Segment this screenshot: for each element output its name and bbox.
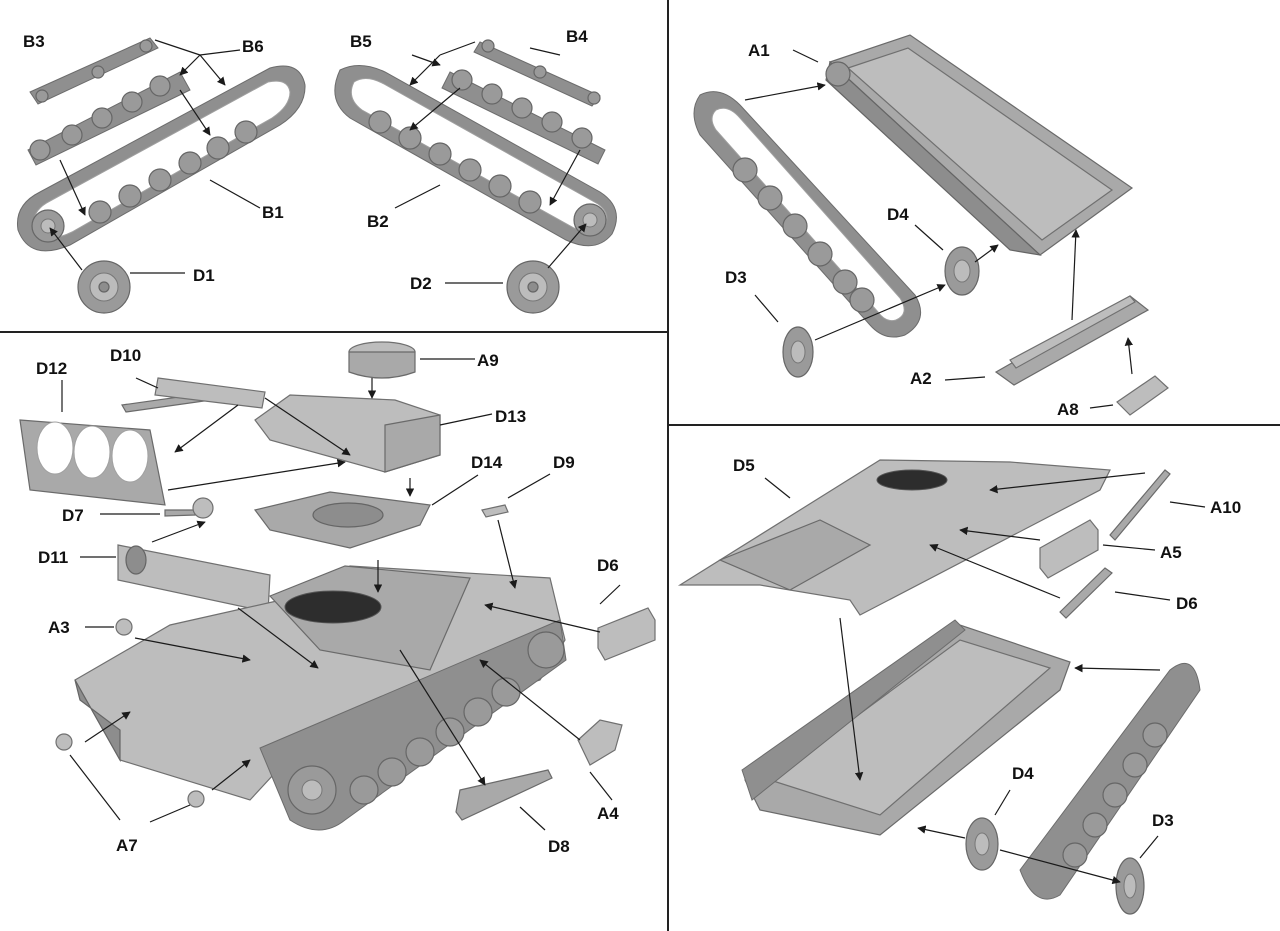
part-d6-box-bl: [597, 607, 656, 661]
part-d14-turret-base: [253, 491, 431, 549]
panel-top-left-tracks: B3 B6 B5 B4 B1 B2 D1 D2: [16, 27, 617, 314]
part-b4-track-segment: [473, 39, 601, 107]
label-d3-br: D3: [1152, 811, 1174, 830]
label-d4-br: D4: [1012, 764, 1034, 783]
label-d7: D7: [62, 506, 84, 525]
part-a7-lights: [55, 733, 205, 808]
label-d2: D2: [410, 274, 432, 293]
label-d8: D8: [548, 837, 570, 856]
part-d4-idler: [944, 246, 980, 296]
label-d9: D9: [553, 453, 575, 472]
part-d9-small: [481, 504, 509, 518]
part-b6-road-wheel-row: [27, 71, 191, 166]
label-d6-br: D6: [1176, 594, 1198, 613]
label-d4-top: D4: [887, 205, 909, 224]
part-d7-periscope: [164, 497, 214, 519]
part-a2-rear-plate: [994, 295, 1150, 386]
part-d2-sprocket: [506, 260, 560, 314]
label-b1: B1: [262, 203, 284, 222]
part-d3-wheel-br: [1115, 857, 1145, 915]
part-a10-rod: [1109, 469, 1171, 541]
part-a1-lower-hull: [825, 34, 1134, 256]
part-a8-bracket: [1116, 375, 1169, 416]
part-main-hull-assembly: [74, 565, 567, 831]
label-a4: A4: [597, 804, 619, 823]
leader-lines-top-right: [744, 49, 1134, 409]
label-d5: D5: [733, 456, 755, 475]
label-a10: A10: [1210, 498, 1241, 517]
panel-bottom-right-hull-top: D5 A10 A5 D6 D4 D3: [677, 456, 1241, 915]
label-b2: B2: [367, 212, 389, 231]
part-a4-bracket: [577, 719, 623, 766]
part-d3-wheel: [782, 326, 814, 378]
part-d10-gun: [121, 377, 266, 413]
label-d11: D11: [38, 548, 68, 567]
label-d13: D13: [495, 407, 526, 426]
part-track-loop-br: [1019, 662, 1201, 900]
label-b6: B6: [242, 37, 264, 56]
part-d8-jack: [455, 769, 553, 821]
part-a3-small: [115, 618, 133, 636]
part-b5-road-wheel-row: [441, 69, 606, 165]
label-a7: A7: [116, 836, 138, 855]
panel-top-right-lower-hull: A1 D4 D3 A2 A8: [693, 34, 1169, 419]
label-b3: B3: [23, 32, 45, 51]
label-b5: B5: [350, 32, 372, 51]
part-a9-cupola: [348, 341, 416, 379]
part-a5-grille: [1039, 519, 1099, 579]
label-d10: D10: [110, 346, 141, 365]
part-track-loop-right: [693, 91, 922, 338]
leader-lines-bottom-left: [61, 358, 621, 831]
part-d11-front-plate: [117, 544, 271, 613]
label-d1: D1: [193, 266, 215, 285]
label-b4: B4: [566, 27, 588, 46]
part-lower-hull-br: [741, 619, 1071, 836]
label-d3-top: D3: [725, 268, 747, 287]
label-d12: D12: [36, 359, 67, 378]
part-d13-turret: [254, 394, 441, 473]
label-a1: A1: [748, 41, 770, 60]
part-d4-idler-br: [965, 817, 999, 871]
leader-lines-top-left: [49, 39, 587, 284]
label-d6-bl: D6: [597, 556, 619, 575]
label-a9: A9: [477, 351, 499, 370]
panel-bottom-left-superstructure: D10 D12 A9 D13 D14 D9 D7 D11 D6 A3 A4 A7…: [19, 341, 656, 856]
label-a8: A8: [1057, 400, 1079, 419]
label-d14: D14: [471, 453, 503, 472]
part-d6-br-rod: [1059, 567, 1113, 619]
part-b3-track-segment: [29, 37, 159, 105]
part-d5-upper-hull: [677, 459, 1111, 616]
label-a3: A3: [48, 618, 70, 637]
part-b1-track-loop: [16, 65, 306, 252]
part-d12-mantlet-frame: [19, 419, 166, 506]
leader-lines-bottom-right: [764, 472, 1206, 885]
part-d1-sprocket: [77, 260, 131, 314]
label-a2: A2: [910, 369, 932, 388]
label-a5: A5: [1160, 543, 1182, 562]
